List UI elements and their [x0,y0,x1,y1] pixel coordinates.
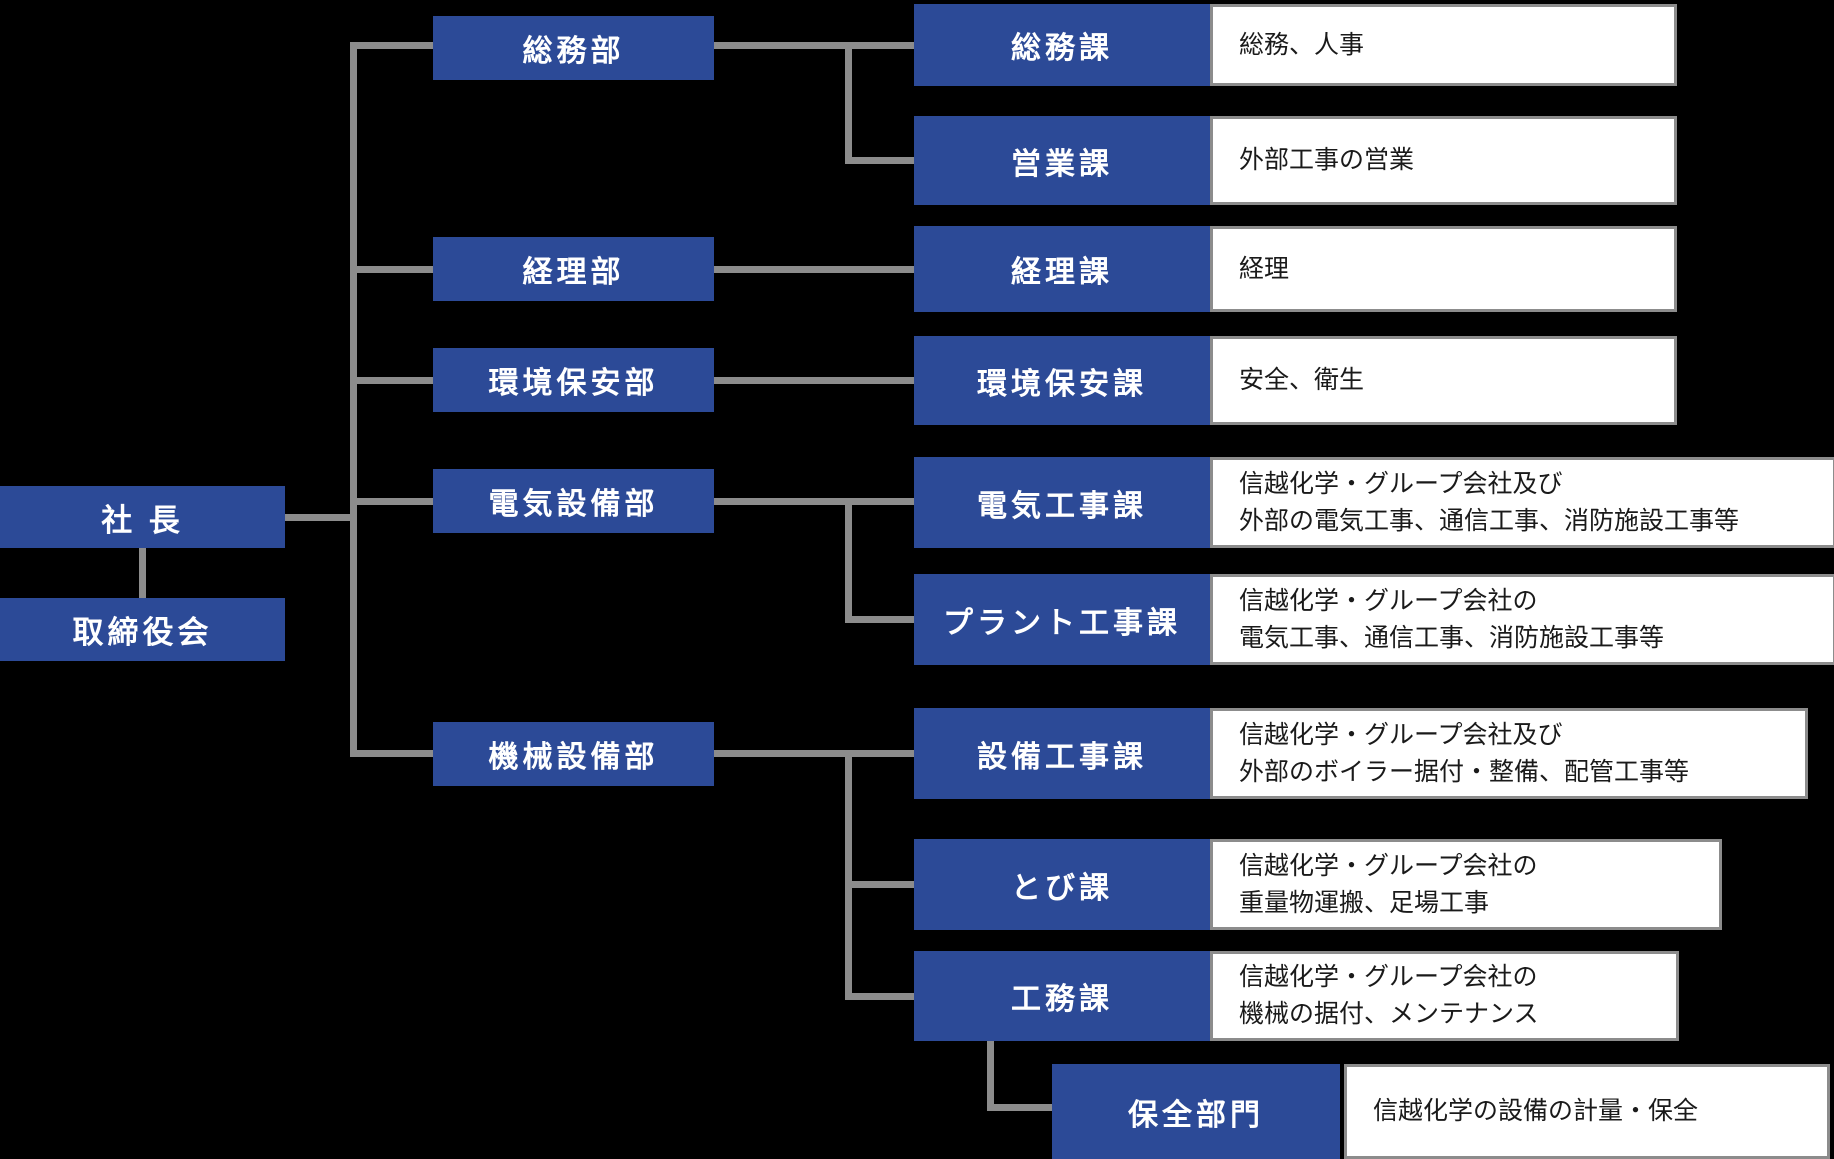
section-box-setsubikojika: 設備工事課 [914,708,1210,799]
section-box-tobika: とび課 [914,839,1210,930]
dept-box-soumu: 総務部 [433,16,714,80]
desc-line: 重量物運搬、足場工事 [1239,888,1490,917]
section-desc-koumuka: 信越化学・グループ会社の 機械の据付、メンテナンス [1210,951,1679,1041]
dept-box-kankyo: 環境保安部 [433,348,714,412]
desc-line: 信越化学の設備の計量・保全 [1373,1097,1699,1125]
section-desc-denkikojika: 信越化学・グループ会社及び 外部の電気工事、通信工事、消防施設工事等 [1210,457,1834,548]
connector-plant-horizontal [845,616,914,623]
connector-president-board [139,548,146,598]
section-label: 総務課 [1011,32,1113,65]
connector-branch-denki [353,498,433,505]
dept-box-kikai: 機械設備部 [433,722,714,786]
section-desc-kankyohoanka: 安全、衛生 [1210,336,1677,425]
desc-line: 信越化学・グループ会社及び [1239,469,1563,498]
section-box-denkikojika: 電気工事課 [914,457,1210,548]
section-label: プラント工事課 [943,606,1181,640]
section-desc-plantkojika: 信越化学・グループ会社の 電気工事、通信工事、消防施設工事等 [1210,574,1834,665]
connector-branch-soumu [353,42,433,49]
section-desc-soumuka: 総務、人事 [1210,4,1677,86]
dept-label: 総務部 [522,35,625,68]
section-desc-hozenbumon: 信越化学の設備の計量・保全 [1344,1064,1830,1159]
desc-line: 経理 [1239,254,1290,283]
connector-soumu-vertical [845,42,852,164]
desc-line: 機械の据付、メンテナンス [1239,1000,1539,1028]
dept-label: 経理部 [522,256,625,289]
connector-kankyo-section [714,377,914,384]
desc-line: 安全、衛生 [1239,366,1365,394]
connector-branch-kikai [353,750,433,757]
section-label: 設備工事課 [977,740,1147,774]
desc-line: 電気工事、通信工事、消防施設工事等 [1239,623,1665,652]
dept-box-keiri: 経理部 [433,237,714,301]
connector-soumu-sections [714,42,914,49]
dept-label: 電気設備部 [488,488,659,521]
section-label: 経理課 [1011,256,1113,289]
desc-line: 外部の電気工事、通信工事、消防施設工事等 [1239,506,1740,535]
section-box-kankyohoanka: 環境保安課 [914,336,1210,425]
president-label: 社 長 [101,502,184,538]
connector-eigyo-horizontal [845,157,914,164]
section-box-koumuka: 工務課 [914,951,1210,1041]
section-desc-tobika: 信越化学・グループ会社の 重量物運搬、足場工事 [1210,839,1722,930]
connector-branch-keiri [353,266,433,273]
board-box: 取締役会 [0,598,285,661]
connector-kikai-sections [714,750,914,757]
desc-line: 信越化学・グループ会社の [1239,586,1538,615]
section-desc-keirika: 経理 [1210,226,1677,312]
connector-tobi-horizontal [845,881,914,888]
dept-box-denki: 電気設備部 [433,469,714,533]
section-box-plantkojika: プラント工事課 [914,574,1210,665]
section-label: 環境保安課 [977,367,1147,401]
section-label: 電気工事課 [977,489,1147,523]
president-box: 社 長 [0,486,285,548]
section-label: 工務課 [1011,983,1113,1016]
connector-hozen-horizontal [987,1104,1055,1111]
connector-denki-sections [714,498,914,505]
desc-line: 信越化学・グループ会社の [1239,963,1538,991]
dept-label: 環境保安部 [488,367,659,400]
desc-line: 外部工事の営業 [1239,146,1415,174]
section-label: とび課 [1011,871,1113,905]
section-desc-eigyoka: 外部工事の営業 [1210,116,1677,205]
connector-koumu-horizontal [845,993,914,1000]
dept-label: 機械設備部 [488,741,659,774]
connector-branch-kankyo [353,377,433,384]
desc-line: 外部のボイラー据付・整備、配管工事等 [1239,757,1690,786]
connector-denki-vertical [845,498,852,623]
connector-president-trunk [285,514,357,521]
connector-kikai-vertical [845,750,852,1000]
section-label: 営業課 [1011,147,1113,181]
section-box-soumuka: 総務課 [914,4,1210,86]
desc-line: 信越化学・グループ会社の [1239,851,1538,880]
section-box-eigyoka: 営業課 [914,116,1210,205]
connector-main-trunk [350,42,357,757]
desc-line: 総務、人事 [1239,30,1365,59]
desc-line: 信越化学・グループ会社及び [1239,720,1563,749]
section-box-hozenbumon: 保全部門 [1052,1064,1340,1159]
section-desc-setsubikojika: 信越化学・グループ会社及び 外部のボイラー据付・整備、配管工事等 [1210,708,1808,799]
connector-keiri-section [714,266,914,273]
section-box-keirika: 経理課 [914,226,1210,312]
section-label: 保全部門 [1128,1098,1264,1132]
connector-hozen-vertical [987,1041,994,1111]
board-label: 取締役会 [72,615,213,650]
